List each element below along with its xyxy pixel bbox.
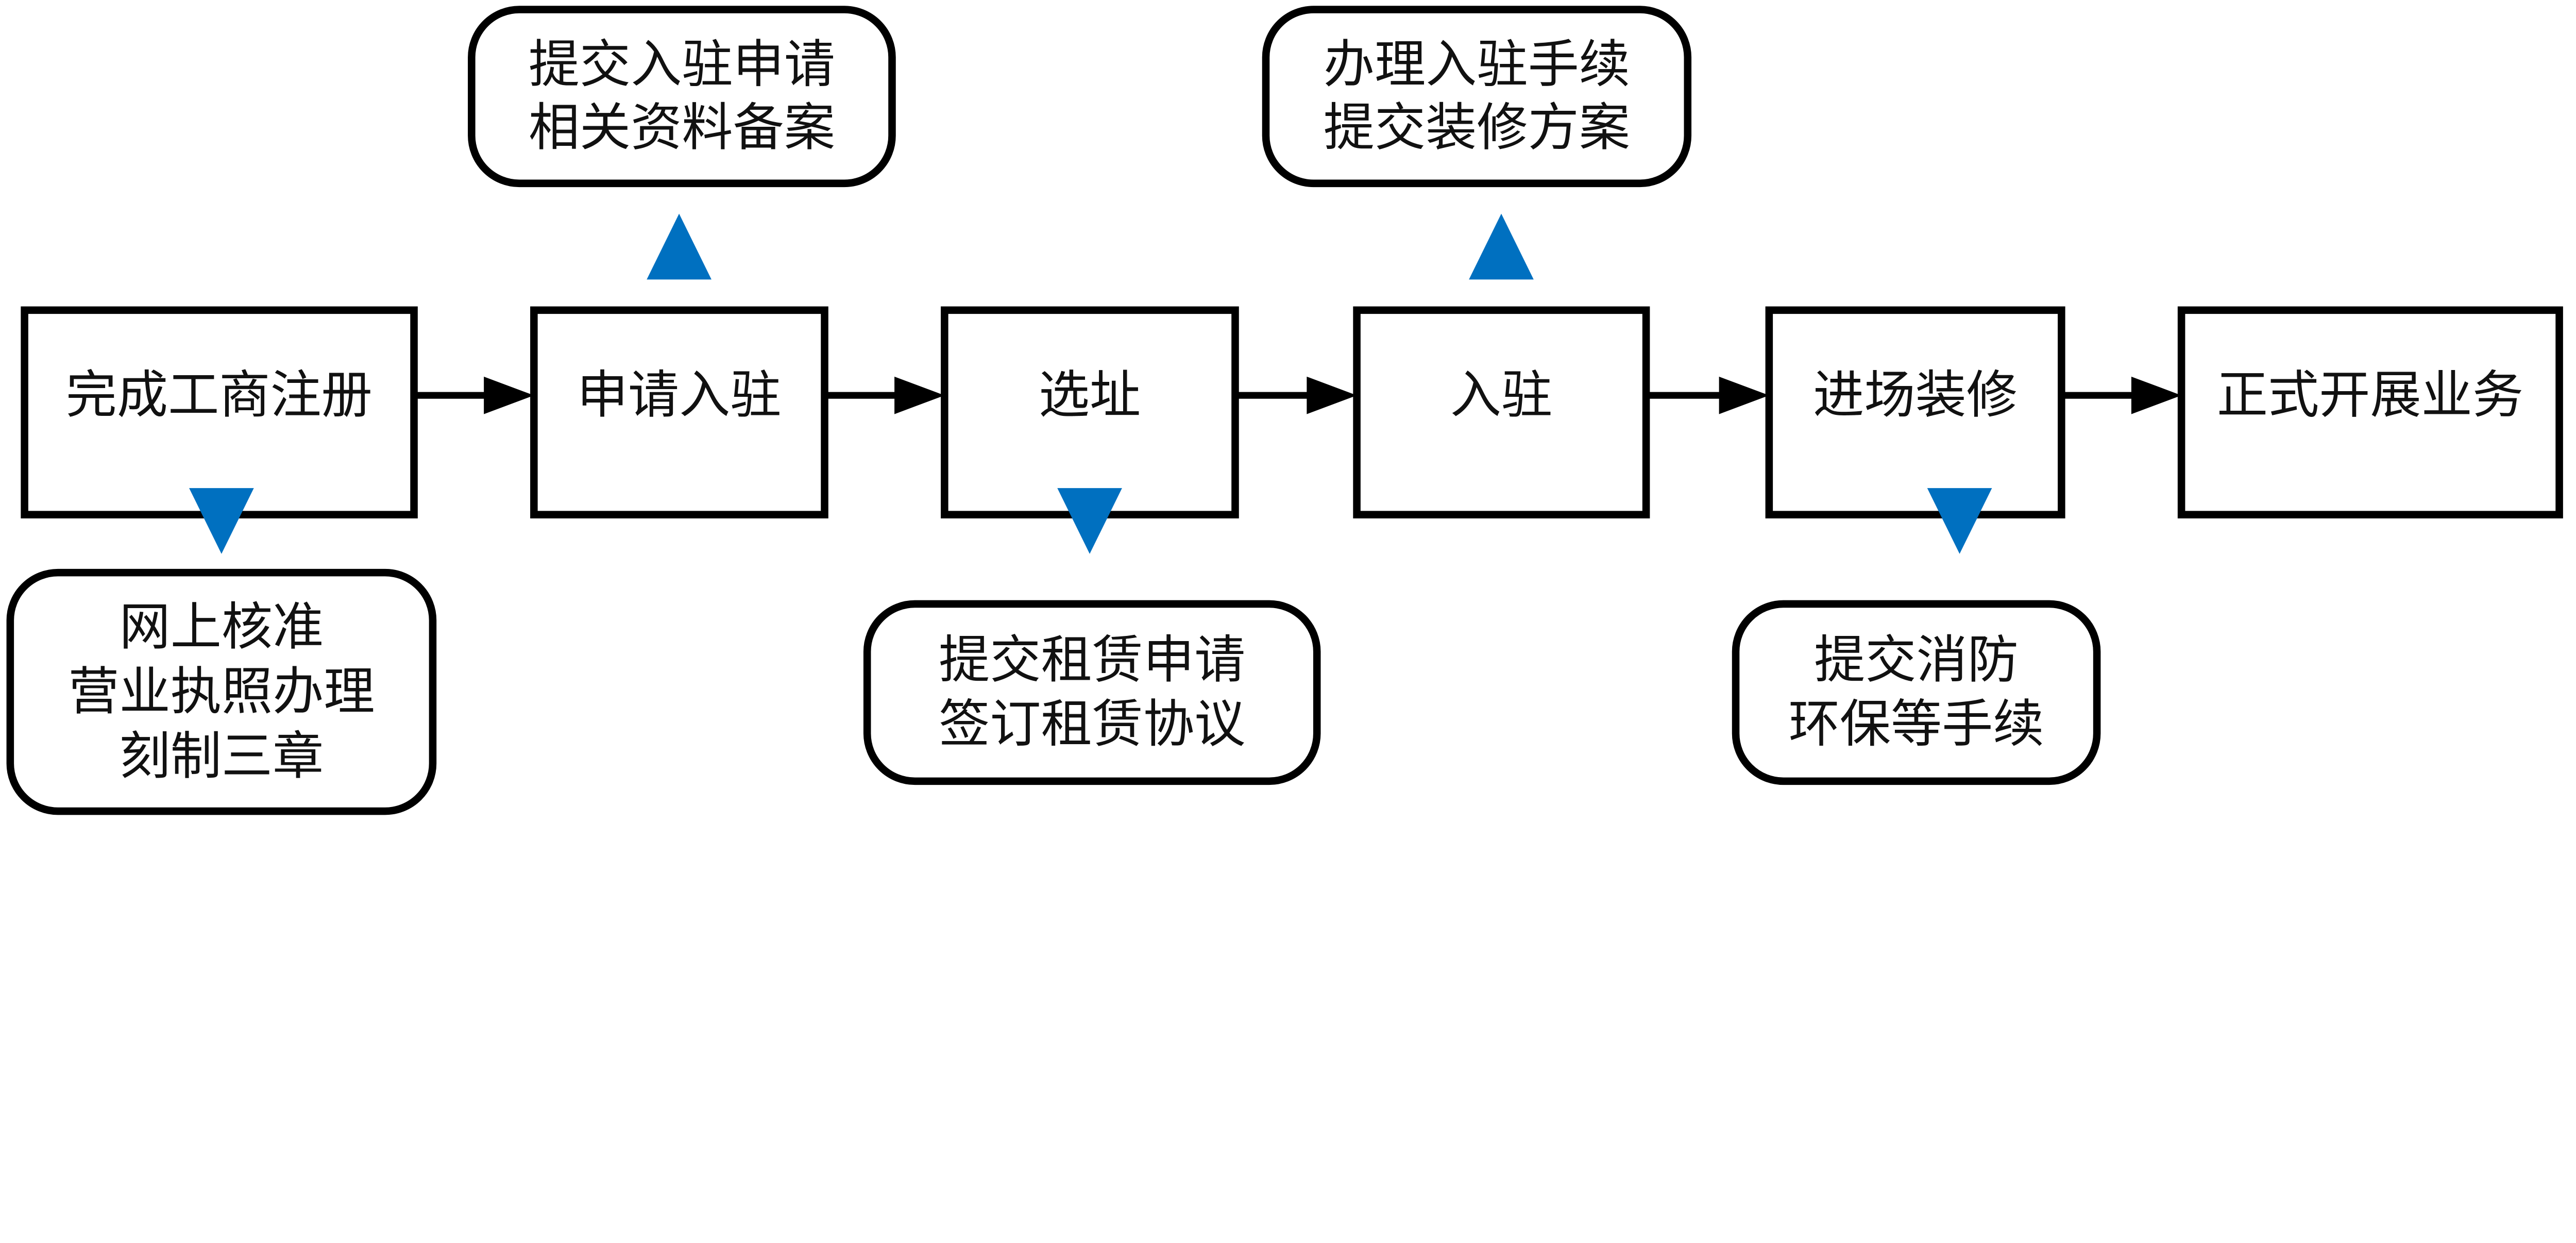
note-line: 签订租赁协议 (939, 695, 1245, 754)
step-label: 完成工商注册 (66, 366, 372, 425)
arrow-1 (414, 376, 534, 414)
note-line: 营业执照办理 (68, 662, 375, 721)
note-1: 网上核准 营业执照办理 刻制三章 (6, 568, 437, 815)
process-flowchart: 完成工商注册 申请入驻 选址 入驻 进场装修 正式开展业务 网上核准 营业执照办… (6, 6, 2563, 815)
step-5: 进场装修 (1765, 306, 2065, 518)
note-line: 提交租赁申请 (939, 631, 1245, 690)
arrow-2 (824, 376, 945, 414)
note-2: 提交入驻申请 相关资料备案 (468, 6, 896, 188)
step-label: 进场装修 (1813, 366, 2018, 425)
note-line: 提交装修方案 (1324, 98, 1630, 158)
diagram-container: 完成工商注册 申请入驻 选址 入驻 进场装修 正式开展业务 网上核准 营业执照办… (6, 6, 2563, 815)
step-label: 选址 (1039, 366, 1141, 425)
note-line: 提交入驻申请 (529, 35, 835, 94)
step-label: 入驻 (1450, 366, 1552, 425)
arrow-5 (2061, 376, 2182, 414)
step-6: 正式开展业务 (2177, 306, 2563, 518)
triangle-down-icon (1057, 488, 1122, 554)
note-line: 提交消防 (1814, 631, 2019, 690)
branch-triangles (189, 213, 1992, 554)
triangle-up-icon (647, 213, 711, 280)
note-line: 办理入驻手续 (1324, 35, 1630, 94)
arrow-4 (1646, 376, 1769, 414)
step-1: 完成工商注册 (21, 306, 418, 518)
note-line: 刻制三章 (120, 727, 324, 786)
note-3: 提交租赁申请 签订租赁协议 (863, 600, 1321, 785)
triangle-down-icon (1927, 488, 1992, 554)
triangle-up-icon (1469, 213, 1534, 280)
note-4: 办理入驻手续 提交装修方案 (1262, 6, 1692, 188)
arrow-3 (1235, 376, 1357, 414)
step-label: 申请入驻 (577, 366, 782, 425)
step-3: 选址 (941, 306, 1239, 518)
step-4: 入驻 (1353, 306, 1650, 518)
note-5: 提交消防 环保等手续 (1732, 600, 2101, 785)
step-label: 正式开展业务 (2217, 366, 2523, 425)
connectors (414, 376, 2182, 414)
note-line: 网上核准 (120, 597, 324, 657)
step-2: 申请入驻 (530, 306, 828, 518)
note-line: 相关资料备案 (529, 98, 835, 158)
triangle-down-icon (189, 488, 254, 554)
note-line: 环保等手续 (1789, 695, 2044, 754)
